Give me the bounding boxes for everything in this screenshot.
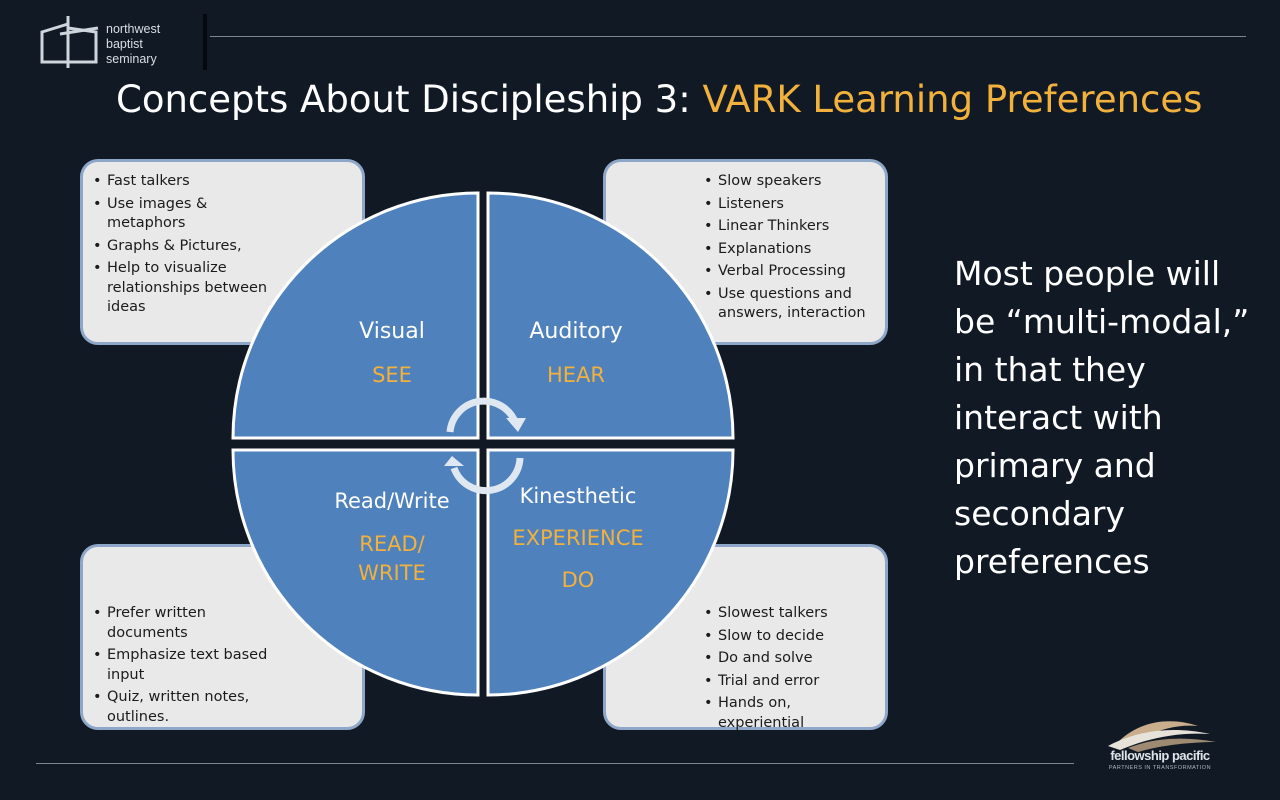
kinesthetic-trait-item: Slow to decide bbox=[702, 627, 877, 647]
top-rule bbox=[210, 36, 1246, 37]
visual-quadrant bbox=[231, 191, 480, 440]
auditory-label: Auditory bbox=[529, 319, 622, 344]
auditory-trait-item: Explanations bbox=[702, 240, 877, 260]
seminary-cross-icon bbox=[40, 16, 99, 68]
seminary-logo: northwest baptist seminary bbox=[38, 12, 208, 70]
cycle-arrow-bottom-icon bbox=[450, 457, 524, 495]
kinesthetic-trait-item: Do and solve bbox=[702, 649, 877, 669]
cycle-arrow-bottom-head-icon bbox=[444, 456, 464, 466]
seminary-name-line-1: northwest bbox=[106, 22, 161, 36]
visual-trait-item: Fast talkers bbox=[91, 172, 352, 192]
kinesthetic-trait-item: Trial and error bbox=[702, 672, 877, 692]
visual-trait-item: Help to visualize relationships between … bbox=[91, 259, 287, 318]
visual-label: Visual bbox=[359, 319, 425, 344]
readwrite-traits-list: Prefer written documents Emphasize text … bbox=[91, 604, 352, 727]
visual-traits-list: Fast talkers Use images & metaphors Grap… bbox=[91, 172, 352, 318]
auditory-trait-item: Linear Thinkers bbox=[702, 217, 877, 237]
auditory-traits-box: Slow speakers Listeners Linear Thinkers … bbox=[603, 159, 888, 345]
auditory-keyword: HEAR bbox=[547, 363, 605, 387]
readwrite-trait-item: Prefer written documents bbox=[91, 604, 247, 643]
fellowship-pacific-tagline: PARTNERS IN TRANSFORMATION bbox=[1108, 765, 1212, 771]
kinesthetic-label: Kinesthetic bbox=[520, 484, 637, 508]
page-title-main: Concepts About Discipleship 3: bbox=[116, 78, 703, 121]
auditory-traits-list: Slow speakers Listeners Linear Thinkers … bbox=[702, 172, 877, 324]
readwrite-quadrant bbox=[231, 448, 480, 697]
readwrite-label: Read/Write bbox=[334, 489, 449, 513]
seminary-name-line-3: seminary bbox=[106, 52, 157, 66]
bottom-rule bbox=[36, 763, 1074, 764]
cycle-arrow-top-head-icon bbox=[506, 418, 526, 432]
seminary-name: northwest baptist seminary bbox=[106, 22, 216, 67]
multimodal-note: Most people will be “multi-modal,” in th… bbox=[954, 254, 1250, 581]
fellowship-pacific-name: fellowship pacific bbox=[1110, 748, 1210, 763]
auditory-quadrant bbox=[486, 191, 735, 440]
seminary-name-line-2: baptist bbox=[106, 37, 143, 51]
fellowship-pacific-wave-icon bbox=[1108, 721, 1216, 752]
kinesthetic-trait-item: Slowest talkers bbox=[702, 604, 877, 624]
auditory-trait-item: Verbal Processing bbox=[702, 262, 877, 282]
visual-trait-item: Graphs & Pictures, bbox=[91, 237, 352, 257]
auditory-trait-item: Slow speakers bbox=[702, 172, 877, 192]
kinesthetic-keyword-line-2: DO bbox=[562, 568, 595, 592]
kinesthetic-keyword-line-1: EXPERIENCE bbox=[512, 526, 643, 550]
readwrite-keyword-line-1: READ/ bbox=[359, 532, 425, 556]
readwrite-keyword-line-2: WRITE bbox=[358, 561, 426, 585]
header-divider bbox=[203, 14, 207, 70]
visual-keyword: SEE bbox=[372, 363, 412, 387]
page-title-accent: VARK Learning Preferences bbox=[702, 78, 1203, 121]
auditory-trait-item: Listeners bbox=[702, 195, 877, 215]
readwrite-trait-item: Emphasize text based input bbox=[91, 646, 282, 685]
kinesthetic-traits-list: Slowest talkers Slow to decide Do and so… bbox=[702, 604, 877, 733]
visual-trait-item: Use images & metaphors bbox=[91, 195, 247, 234]
cycle-arrow-top-icon bbox=[446, 397, 520, 433]
readwrite-trait-item: Quiz, written notes, outlines. bbox=[91, 688, 272, 727]
kinesthetic-quadrant bbox=[486, 448, 735, 697]
kinesthetic-trait-item: Hands on, experiential bbox=[702, 694, 877, 733]
page-title: Concepts About Discipleship 3: VARK Lear… bbox=[116, 78, 1202, 121]
auditory-trait-item: Use questions and answers, interaction bbox=[702, 285, 878, 324]
